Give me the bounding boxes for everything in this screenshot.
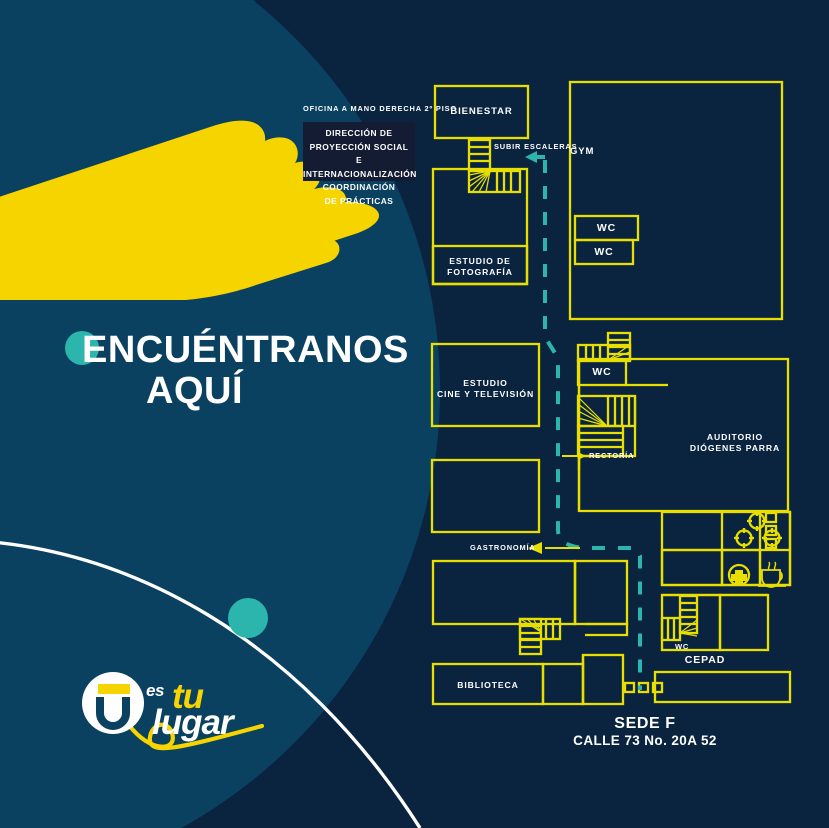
gastronomia-arrow [528, 542, 580, 554]
callout-box [303, 122, 415, 181]
round-table-icon-1 [747, 511, 767, 531]
label-biblioteca: BIBLIOTECA [457, 680, 519, 690]
label-gastronomia: GASTRONOMÍA [470, 543, 536, 552]
label-cepad: CEPAD [684, 654, 726, 666]
logo-bar [98, 684, 130, 694]
label-wc-gym-2: WC [594, 246, 614, 258]
room-blank-mid-left[interactable] [430, 458, 541, 534]
room-gastronomia-b[interactable] [573, 559, 629, 626]
label-gym: GYM [570, 146, 595, 157]
logo-word-es: es [146, 681, 164, 700]
room-gym[interactable] [568, 80, 784, 321]
cabinet-icon-1 [764, 511, 778, 524]
arc-dot [228, 598, 268, 638]
footer-sede: SEDE F [614, 715, 676, 732]
coffee-cup-icon [758, 561, 786, 588]
room-bienestar[interactable] [433, 84, 530, 140]
decorative-arc [0, 541, 422, 828]
logo-word-lugar: lugar [152, 703, 234, 742]
headline-block: ENCUÉNTRANOS AQUÍ [82, 329, 412, 413]
label-subir-escaleras: SUBIR ESCALERAS [494, 142, 578, 151]
room-wc-gym-2[interactable] [573, 238, 635, 266]
footer-address: CALLE 73 No. 20A 52 [573, 733, 717, 748]
room-gastronomia[interactable] [431, 559, 577, 626]
route-path [543, 160, 642, 690]
marker-square-1 [623, 681, 636, 694]
pointing-hand-icon [0, 120, 380, 300]
room-biblioteca-b[interactable] [541, 662, 585, 706]
round-table-icon-3 [762, 528, 782, 548]
room-cepad-a[interactable] [660, 548, 724, 587]
callout-note: OFICINA A MANO DERECHA 2º PISO [303, 104, 457, 113]
room-bottom-right[interactable] [653, 670, 792, 704]
rectoria-arrow [562, 452, 586, 460]
label-wc-mid: WC [592, 366, 612, 378]
headline-dot [65, 331, 99, 365]
room-estudio-cine[interactable] [430, 342, 541, 428]
room-biblioteca-c[interactable] [581, 653, 625, 706]
headline-line1: ENCUÉNTRANOS [82, 329, 409, 371]
label-bienestar: BIENESTAR [450, 106, 513, 117]
logo-mark[interactable] [82, 672, 265, 751]
stairs-biblioteca [518, 617, 562, 656]
label-wc-gym-1: WC [596, 222, 617, 234]
logo-u-glyph [96, 697, 130, 730]
first-aid-cross-icon [727, 563, 751, 587]
marker-square-3 [651, 681, 664, 694]
logo-swoosh [126, 722, 265, 751]
label-rectoria: RECTORÍA [589, 451, 635, 460]
label-wc-cepad: WC [674, 642, 690, 651]
label-estudio-fotografia: ESTUDIO DE FOTOGRAFÍA [447, 256, 513, 277]
room-cepad-d[interactable] [718, 593, 770, 652]
route-arrow-head [525, 151, 537, 163]
stairs-cepad [660, 594, 699, 642]
headline-line2: AQUÍ [146, 370, 243, 413]
round-table-icon-2 [734, 528, 754, 548]
stairs-mid-upper [576, 331, 632, 363]
callout-box-text: DIRECCIÓN DE PROYECCIÓN SOCIAL E INTERNA… [303, 128, 417, 207]
stairs-top [467, 138, 522, 194]
stairs-rectoria [576, 394, 637, 458]
label-estudio-cine: ESTUDIO CINE Y TELEVISIÓN [436, 378, 535, 399]
label-auditorio: AUDITORIO DIÓGENES PARRA [689, 432, 781, 453]
footer-block: SEDE F CALLE 73 No. 20A 52 [530, 715, 760, 748]
logo-word-tu: tu [172, 677, 204, 716]
